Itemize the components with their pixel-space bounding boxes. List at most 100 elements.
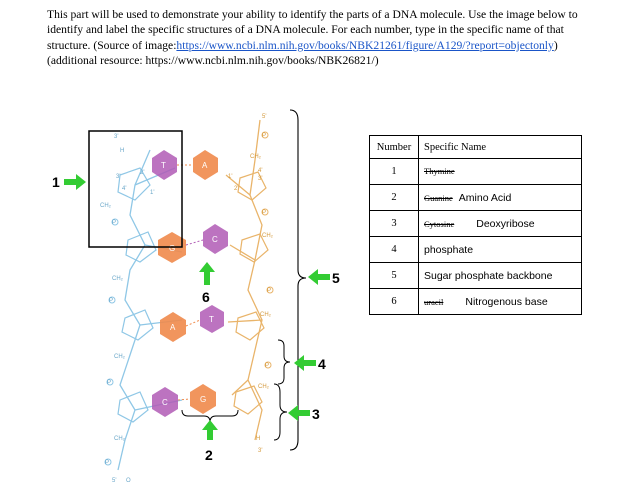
base-letters: T A G C A T C G: [161, 161, 218, 407]
table-row: 5 Sugar phosphate backbone: [369, 262, 582, 289]
answer-cell[interactable]: Sugar phosphate backbone: [418, 262, 582, 289]
label-p-4: P: [105, 460, 109, 466]
base-right-4: [190, 384, 216, 414]
callout-3: 3: [312, 406, 320, 422]
label-1prime-ring: 1': [150, 190, 154, 196]
table-row: 4 phosphate: [369, 236, 582, 263]
label-ch2-2: CH₂: [112, 276, 124, 282]
label-4prime-right: 4': [258, 168, 262, 174]
arrow-3: [288, 405, 310, 421]
base-pair-2: [158, 224, 228, 263]
callout-6: 6: [202, 289, 210, 305]
row-number: 1: [369, 158, 419, 185]
label-p-right-4: P: [265, 363, 269, 369]
sugar-rings-right: [233, 171, 269, 415]
label-p-1: P: [112, 220, 116, 226]
callout-1: 1: [52, 174, 60, 190]
label-p-2: P: [109, 298, 113, 304]
header-specific-name: Specific Name: [418, 135, 582, 159]
base-letter-left-4: C: [162, 398, 168, 407]
label-p-right-2: P: [262, 210, 266, 216]
brace-4: [277, 339, 291, 385]
additional-resource-text: (additional resource: https://www.ncbi.n…: [47, 54, 379, 68]
base-left-2: [158, 232, 186, 263]
row-number: 5: [369, 262, 419, 289]
struck-text: Guanine: [424, 192, 453, 203]
answer-cell[interactable]: Guanine Amino Acid: [418, 184, 582, 211]
brace-5: [289, 109, 307, 451]
base-pair-1: [152, 150, 218, 180]
strand-labels-right: 5' P CH₂ 4' 3' 1' 2' P CH₂ P CH₂ P CH₂ H…: [228, 114, 274, 454]
close-paren: ): [553, 38, 558, 52]
callout-numbers: 1 2 3 4 5 6: [52, 174, 340, 463]
left-backbone: [117, 149, 183, 471]
instructions-text: This part will be used to demonstrate yo…: [47, 8, 578, 52]
label-ch2-right-1: CH₂: [250, 154, 262, 160]
answer-cell[interactable]: phosphate: [418, 236, 582, 263]
label-p-right-1: P: [262, 133, 266, 139]
table-row: 2 Guanine Amino Acid: [369, 184, 582, 211]
label-h-right: H: [256, 436, 260, 442]
callout-4: 4: [318, 356, 326, 372]
struck-text: Thymine: [424, 166, 455, 176]
phosphate-groups-right: [261, 131, 274, 369]
strand-labels: 3' H 3' 2' 4' 1' CH₂ P CH₂ P CH₂ P CH₂ P…: [100, 134, 154, 484]
brace-3: [273, 383, 288, 441]
label-3prime-right: 3': [258, 176, 262, 182]
struck-text: uracil: [424, 296, 444, 307]
label-ch2-1: CH₂: [100, 203, 112, 209]
callout-5: 5: [332, 270, 340, 286]
row-number: 3: [369, 210, 419, 237]
label-ch2-4: CH₂: [114, 436, 126, 442]
base-letter-right-1: A: [202, 161, 208, 170]
base-left-3: [160, 312, 186, 342]
answer-cell[interactable]: Thymine: [418, 158, 582, 185]
base-right-1: [193, 150, 218, 180]
arrow-4: [294, 355, 316, 371]
label-3prime-ring: 3': [116, 174, 120, 180]
label-ch2-right-3: CH₂: [260, 312, 272, 318]
row-number: 4: [369, 236, 419, 263]
right-backbone: [225, 119, 263, 441]
green-arrows: [64, 174, 330, 440]
base-letter-right-4: G: [200, 395, 206, 404]
arrow-2: [202, 420, 218, 440]
label-1prime-right: 1': [228, 174, 232, 180]
header-number: Number: [369, 135, 419, 159]
nucleotide-highlight-box: [88, 130, 183, 248]
label-3prime-top: 3': [114, 134, 118, 140]
label-2prime-ring: 2': [140, 170, 144, 176]
base-right-3: [200, 305, 224, 333]
arrow-6: [199, 262, 215, 285]
answer-cell[interactable]: uracil Nitrogenous base: [418, 288, 582, 315]
base-letter-left-3: A: [170, 323, 176, 332]
label-3prime-bottom-right: 3': [258, 448, 262, 454]
phosphate-groups: [104, 218, 119, 466]
label-5prime-bottom: 5': [112, 478, 116, 484]
typed-answer: Amino Acid: [458, 191, 512, 204]
base-pair-4: [152, 384, 216, 417]
base-letter-left-2: G: [169, 244, 175, 253]
row-number: 6: [369, 288, 419, 315]
struck-text: Cytosine: [424, 218, 455, 229]
label-o-bottom: O: [126, 478, 131, 484]
label-ch2-3: CH₂: [114, 354, 126, 360]
answer-table: Number Specific Name 1 Thymine 2 Guanine…: [369, 135, 582, 315]
sugar-rings: [117, 167, 157, 423]
label-h-top: H: [120, 148, 124, 154]
typed-answer: Nitrogenous base: [465, 295, 548, 308]
label-2prime-right: 2': [234, 186, 238, 192]
base-left-4: [152, 387, 178, 417]
label-p-right-3: P: [267, 288, 271, 294]
table-row: 1 Thymine: [369, 158, 582, 185]
label-ch2-right-4: CH₂: [258, 384, 270, 390]
arrow-1: [64, 174, 86, 190]
typed-answer: Sugar phosphate backbone: [424, 269, 553, 282]
table-row: 6 uracil Nitrogenous base: [369, 288, 582, 315]
row-number: 2: [369, 184, 419, 211]
label-ch2-right-2: CH₂: [262, 233, 274, 239]
image-source-link[interactable]: https://www.ncbi.nlm.nih.gov/books/NBK21…: [176, 38, 554, 52]
brace-2: [181, 409, 239, 423]
